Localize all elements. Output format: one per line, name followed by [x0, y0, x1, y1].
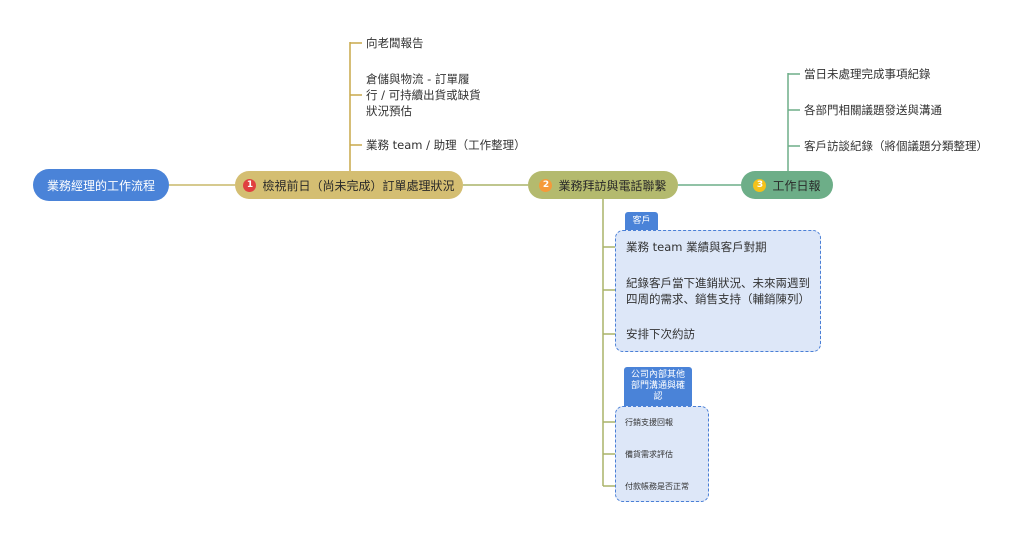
- branch-node-1[interactable]: 1 檢視前日（尚未完成）訂單處理狀況: [235, 171, 463, 199]
- branch2-child-stock-assessment[interactable]: 備貨需求評估: [625, 450, 673, 459]
- customer-boundary-label[interactable]: 客戶: [625, 212, 658, 230]
- branch3-child-customer-visit-record[interactable]: 客戶訪談紀錄（將個議題分類整理）: [804, 139, 988, 153]
- priority-3-icon: 3: [753, 178, 767, 192]
- customer-boundary: [615, 230, 821, 352]
- branch2-child-next-visit[interactable]: 安排下次約訪: [626, 327, 695, 341]
- priority-1-icon: 1: [243, 178, 257, 192]
- branch3-child-unfinished-items[interactable]: 當日未處理完成事項紀錄: [804, 67, 931, 81]
- branch1-child-report-boss[interactable]: 向老闆報告: [366, 36, 424, 50]
- branch1-child-warehouse-logistics[interactable]: 倉儲與物流 - 訂單履 行 / 可持續出貨或缺貨 狀況預估: [366, 72, 481, 118]
- priority-2-icon: 2: [539, 178, 553, 192]
- internal-boundary: [615, 406, 709, 502]
- branch2-child-marketing-support[interactable]: 行銷支援回報: [625, 418, 673, 427]
- branch-node-1-label: 檢視前日（尚未完成）訂單處理狀況: [262, 178, 455, 193]
- branch2-child-team-performance[interactable]: 業務 team 業績與客戶對期: [626, 240, 767, 254]
- branch-node-3[interactable]: 3 工作日報: [741, 171, 833, 199]
- branch2-child-customer-status-record[interactable]: 紀錄客戶當下進銷狀況、未來兩週到 四周的需求、銷售支持（輔銷陳列）: [626, 276, 810, 306]
- internal-boundary-label[interactable]: 公司內部其他 部門溝通與確 認: [624, 367, 692, 406]
- branch-node-2[interactable]: 2 業務拜訪與電話聯繫: [528, 171, 678, 199]
- branch-node-2-label: 業務拜訪與電話聯繫: [558, 178, 667, 193]
- root-node-label: 業務經理的工作流程: [46, 178, 155, 193]
- branch2-child-payment-check[interactable]: 付款帳務是否正常: [625, 482, 689, 491]
- root-node[interactable]: 業務經理的工作流程: [33, 169, 169, 201]
- branch1-child-team-assistant[interactable]: 業務 team / 助理（工作整理）: [366, 138, 526, 152]
- branch3-child-department-issues[interactable]: 各部門相關議題發送與溝通: [804, 103, 942, 117]
- branch-node-3-label: 工作日報: [772, 178, 821, 193]
